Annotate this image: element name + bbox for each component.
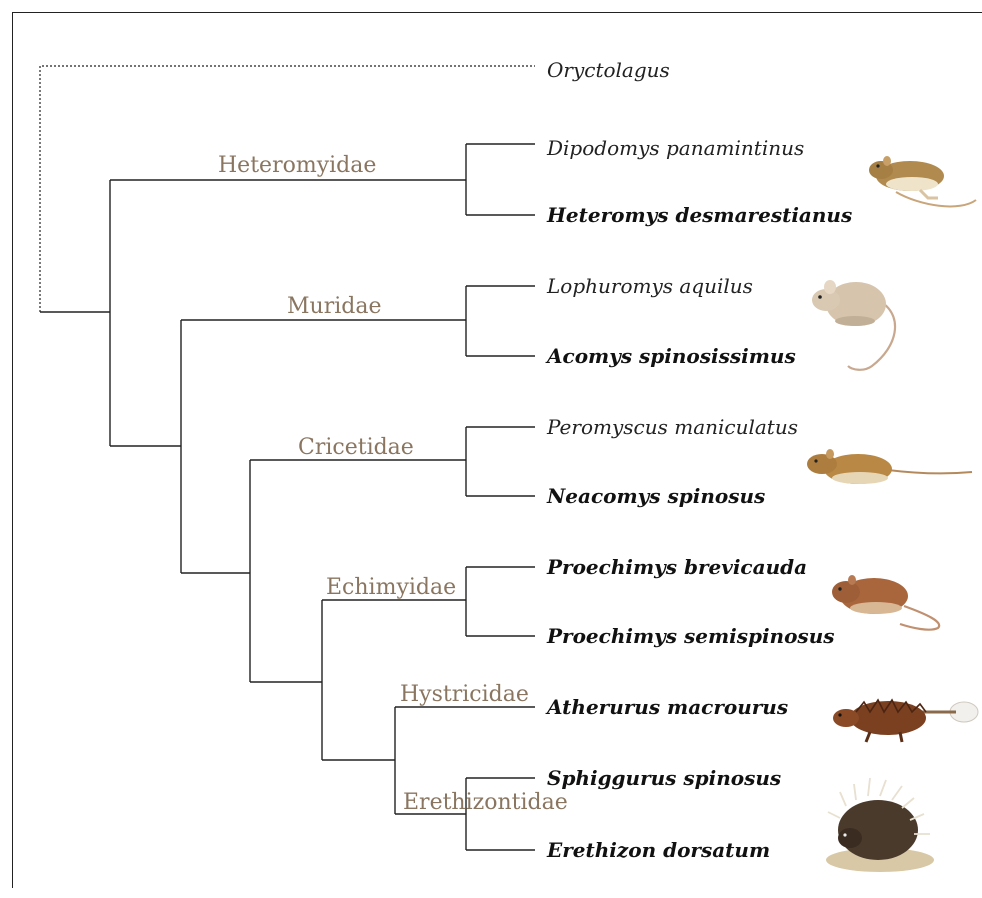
bristly-mouse-illustration [807,449,972,484]
taxon-label-lophuromys-aquilus: Lophuromys aquilus [546,274,753,298]
taxon-label-dipodomys-panamintinus: Dipodomys panamintinus [546,136,804,160]
tree-branches [40,66,535,850]
family-label-echimyidae: Echimyidae [326,575,456,600]
taxon-label-peromyscus-maniculatus: Peromyscus maniculatus [546,415,798,439]
taxon-label-heteromys-desmarestianus: Heteromys desmarestianus [546,203,852,227]
outgroup-branch [40,66,535,312]
taxon-label-sphiggurus-spinosus: Sphiggurus spinosus [547,766,781,790]
family-label-heteromyidae: Heteromyidae [218,153,376,178]
taxon-label-neacomys-spinosus: Neacomys spinosus [546,484,765,508]
spiny-mouse-illustration [812,280,895,370]
family-label-hystricidae: Hystricidae [400,682,529,707]
family-label-cricetidae: Cricetidae [298,435,414,460]
taxon-label-acomys-spinosissimus: Acomys spinosissimus [545,344,796,368]
taxon-labels: Oryctolagus Dipodomys panamintinus Heter… [545,58,852,862]
taxon-label-erethizon-dorsatum: Erethizon dorsatum [546,838,770,862]
family-label-erethizontidae: Erethizontidae [403,790,568,815]
spiny-rat-illustration [832,575,939,630]
family-labels: Heteromyidae Muridae Cricetidae Echimyid… [218,153,568,815]
family-label-muridae: Muridae [287,294,381,319]
taxon-label-proechimys-semispinosus: Proechimys semispinosus [546,624,835,648]
brush-tailed-porcupine-illustration [833,700,978,742]
kangaroo-rat-illustration [869,156,976,206]
taxon-label-atherurus-macrourus: Atherurus macrourus [545,695,788,719]
taxon-label-proechimys-brevicauda: Proechimys brevicauda [546,555,807,579]
new-world-porcupine-illustration [826,778,934,872]
taxon-label-oryctolagus: Oryctolagus [547,58,670,82]
